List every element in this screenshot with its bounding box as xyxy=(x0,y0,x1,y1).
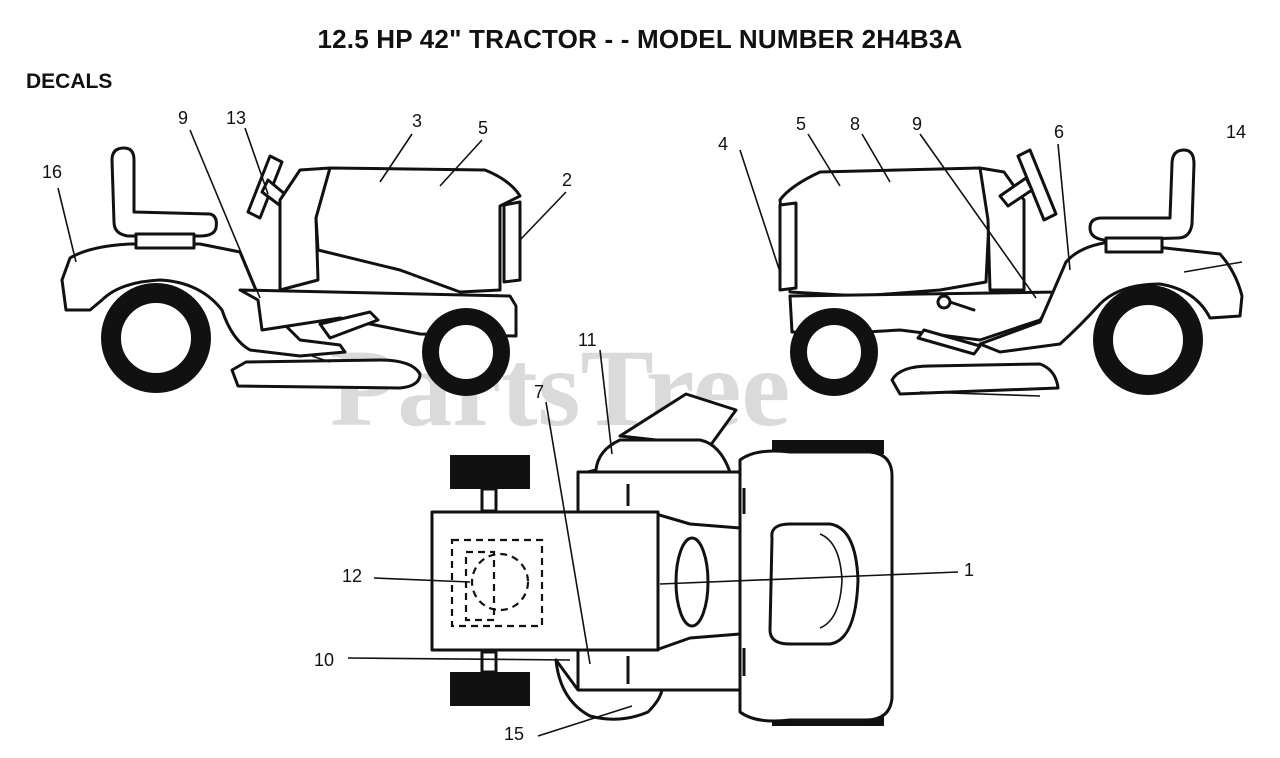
tractor-right-view: 4 5 8 9 6 14 xyxy=(718,114,1246,397)
callout-9-right: 9 xyxy=(912,114,922,134)
callout-13: 13 xyxy=(226,108,246,128)
callout-10: 10 xyxy=(314,650,334,670)
tractor-left-view: 16 9 13 3 5 2 xyxy=(42,108,572,396)
callout-14: 14 xyxy=(1226,122,1246,142)
callout-16: 16 xyxy=(42,162,62,182)
callout-11: 11 xyxy=(578,330,597,350)
callout-5-right: 5 xyxy=(796,114,806,134)
callout-4: 4 xyxy=(718,134,728,154)
callout-8: 8 xyxy=(850,114,860,134)
section-label: DECALS xyxy=(26,70,113,93)
callout-15: 15 xyxy=(504,724,524,744)
callout-6: 6 xyxy=(1054,122,1064,142)
callout-7: 7 xyxy=(534,382,544,402)
callout-12: 12 xyxy=(342,566,362,586)
callout-9-left: 9 xyxy=(178,108,188,128)
callout-2: 2 xyxy=(562,170,572,190)
callout-1: 1 xyxy=(964,560,974,580)
callout-3: 3 xyxy=(412,111,422,131)
diagram-title: 12.5 HP 42" TRACTOR - - MODEL NUMBER 2H4… xyxy=(317,24,963,54)
callout-5-left: 5 xyxy=(478,118,488,138)
tractor-top-view: 11 7 12 1 10 15 xyxy=(314,330,974,744)
